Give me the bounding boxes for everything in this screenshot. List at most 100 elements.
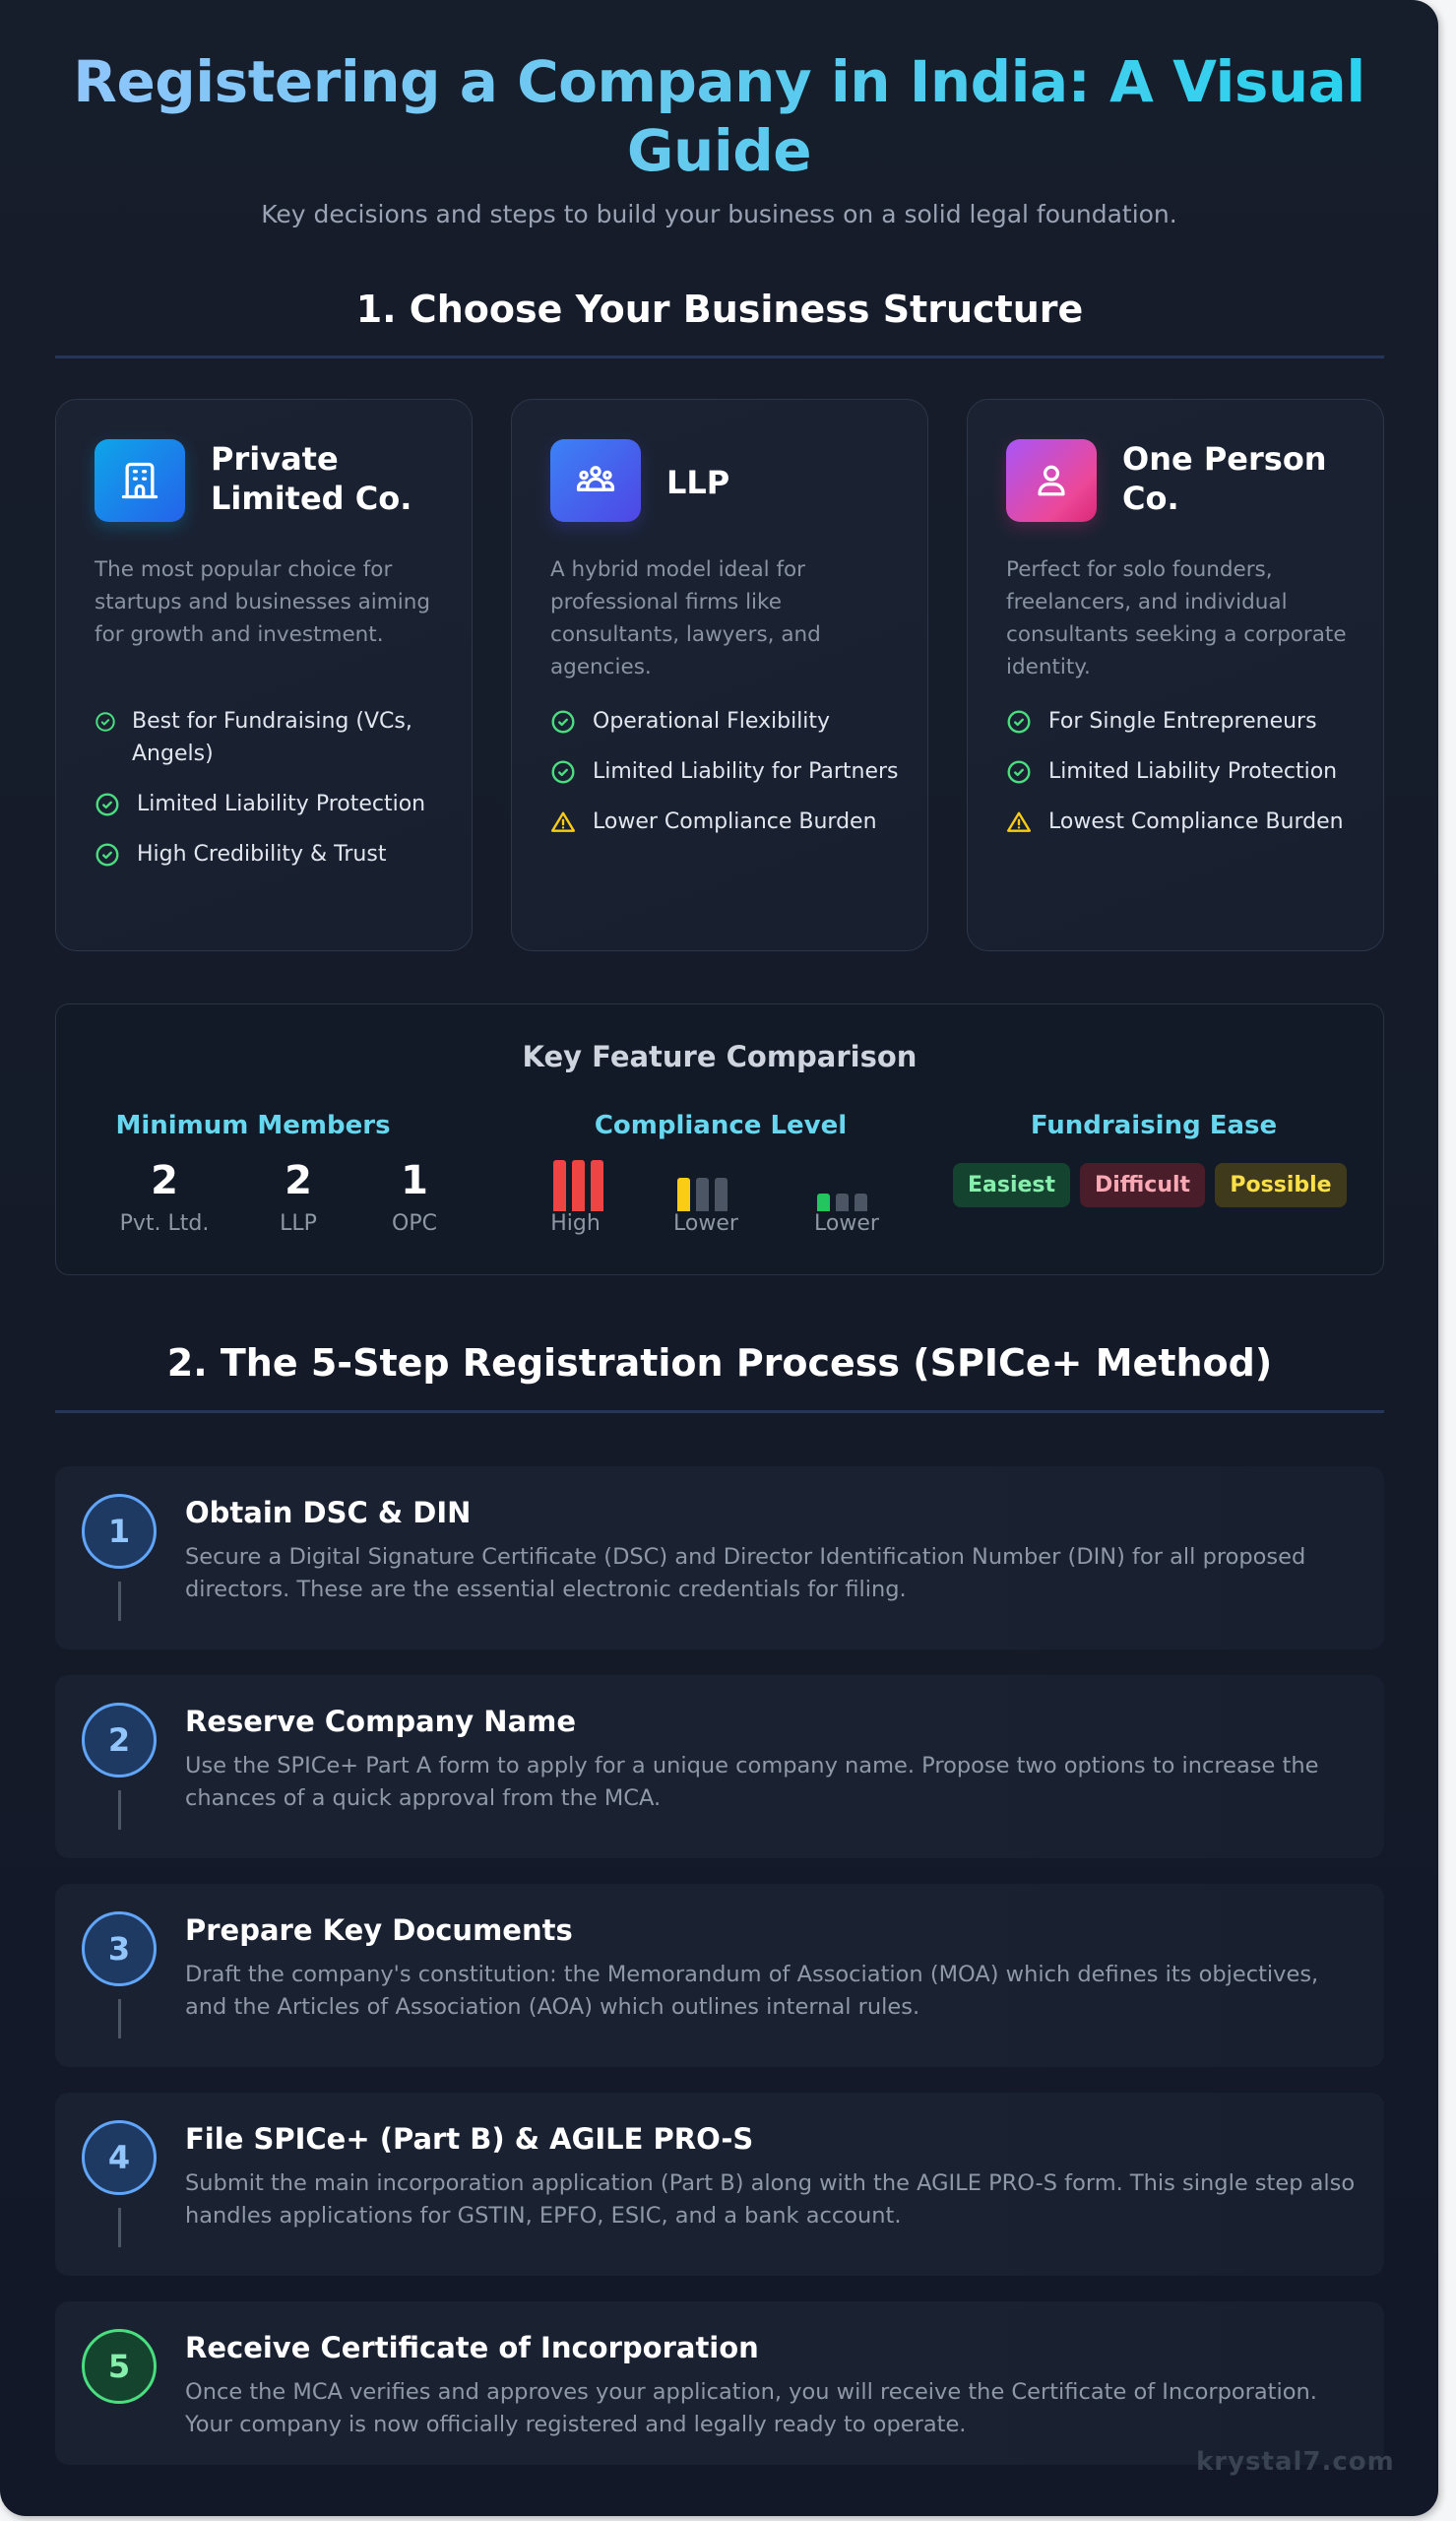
step-title: Receive Certificate of Incorporation xyxy=(185,2331,759,2364)
compliance-label: Lower xyxy=(814,1211,879,1236)
step-description: Submit the main incorporation applicatio… xyxy=(185,2170,1356,2229)
step-connector xyxy=(118,1999,121,2038)
step-5: 5 Receive Certificate of Incorporation O… xyxy=(55,2301,1384,2465)
min-members-label: OPC xyxy=(392,1211,437,1236)
bar-filled xyxy=(591,1160,603,1211)
compliance-label: High xyxy=(550,1211,601,1236)
bar-empty xyxy=(715,1178,728,1211)
step-number-badge: 3 xyxy=(82,1911,157,1986)
min-members-label: Pvt. Ltd. xyxy=(119,1211,210,1236)
card-description: A hybrid model ideal for professional fi… xyxy=(550,557,821,679)
bar-filled xyxy=(677,1178,690,1211)
watermark: krystal7.com xyxy=(1196,2447,1395,2477)
bar-empty xyxy=(855,1194,867,1211)
feature-list: For Single Entrepreneurs Limited Liabili… xyxy=(1006,705,1361,856)
compliance-bars-llp xyxy=(677,1178,728,1211)
feature-text: Limited Liability Protection xyxy=(1048,759,1338,784)
card-title: LLP xyxy=(666,464,730,501)
step-connector xyxy=(118,2208,121,2247)
feature-item: Limited Liability Protection xyxy=(1006,755,1361,788)
feature-list: Best for Fundraising (VCs, Angels) Limit… xyxy=(95,705,449,888)
feature-text: Operational Flexibility xyxy=(593,709,831,734)
feature-item: Best for Fundraising (VCs, Angels) xyxy=(95,705,449,770)
bar-empty xyxy=(696,1178,709,1211)
step-title: Obtain DSC & DIN xyxy=(185,1496,472,1529)
user-icon xyxy=(1006,439,1097,522)
min-members-title: Minimum Members xyxy=(115,1111,391,1140)
bar-empty xyxy=(836,1194,849,1211)
step-number-badge: 4 xyxy=(82,2120,157,2195)
feature-text: Lowest Compliance Burden xyxy=(1048,809,1344,834)
warning-triangle-icon xyxy=(550,811,576,832)
page-title: Registering a Company in India: A Visual… xyxy=(0,47,1438,185)
bar-filled xyxy=(572,1160,585,1211)
card-one-person-company: One Person Co. Perfect for solo founders… xyxy=(967,399,1384,951)
feature-text: Lower Compliance Burden xyxy=(593,809,877,834)
bar-filled xyxy=(817,1194,830,1211)
check-circle-icon xyxy=(1007,710,1031,734)
section-divider xyxy=(55,1410,1384,1413)
step-connector xyxy=(118,1582,121,1621)
card-description: Perfect for solo founders, freelancers, … xyxy=(1006,557,1347,679)
check-circle-icon xyxy=(95,712,115,732)
step-number-badge: 2 xyxy=(82,1703,157,1778)
step-3: 3 Prepare Key Documents Draft the compan… xyxy=(55,1884,1384,2067)
min-members-label: LLP xyxy=(280,1211,317,1236)
page-subtitle: Key decisions and steps to build your bu… xyxy=(261,200,1177,228)
comparison-title: Key Feature Comparison xyxy=(522,1040,918,1073)
check-circle-icon xyxy=(95,843,119,867)
step-number-badge: 1 xyxy=(82,1494,157,1569)
card-private-limited: Private Limited Co. The most popular cho… xyxy=(55,399,473,951)
feature-text: High Credibility & Trust xyxy=(137,842,387,867)
min-members-value: 2 xyxy=(285,1158,312,1203)
card-title: Private Limited Co. xyxy=(211,440,412,517)
feature-text: Limited Liability for Partners xyxy=(593,759,899,784)
feature-item: Limited Liability for Partners xyxy=(550,755,905,788)
compliance-bars-opc xyxy=(817,1194,867,1211)
step-description: Use the SPICe+ Part A form to apply for … xyxy=(185,1753,1319,1811)
check-circle-icon xyxy=(95,793,119,816)
card-description: The most popular choice for startups and… xyxy=(95,557,430,647)
step-description: Secure a Digital Signature Certificate (… xyxy=(185,1544,1306,1602)
step-4: 4 File SPICe+ (Part B) & AGILE PRO-S Sub… xyxy=(55,2093,1384,2276)
feature-text: Limited Liability Protection xyxy=(137,792,426,816)
step-title: Prepare Key Documents xyxy=(185,1913,573,1947)
building-icon xyxy=(95,439,185,522)
feature-text: For Single Entrepreneurs xyxy=(1048,709,1317,734)
section-divider xyxy=(55,356,1384,358)
step-description: Draft the company's constitution: the Me… xyxy=(185,1962,1319,2020)
feature-list: Operational Flexibility Limited Liabilit… xyxy=(550,705,905,856)
key-feature-comparison: Key Feature Comparison Minimum Members 2… xyxy=(55,1003,1384,1275)
step-1: 1 Obtain DSC & DIN Secure a Digital Sign… xyxy=(55,1466,1384,1649)
section-title-registration-process: 2. The 5-Step Registration Process (SPIC… xyxy=(166,1341,1273,1385)
step-connector xyxy=(118,1790,121,1830)
fundraising-badge-easiest: Easiest xyxy=(953,1163,1070,1207)
check-circle-icon xyxy=(551,710,575,734)
warning-triangle-icon xyxy=(1006,811,1032,832)
feature-item: Lower Compliance Burden xyxy=(550,806,905,838)
check-circle-icon xyxy=(551,760,575,784)
feature-text: Best for Fundraising (VCs, Angels) xyxy=(132,709,412,766)
fundraising-badge-possible: Possible xyxy=(1215,1163,1347,1207)
fundraising-badge-difficult: Difficult xyxy=(1080,1163,1205,1207)
feature-item: High Credibility & Trust xyxy=(95,838,449,871)
fundraising-ease-title: Fundraising Ease xyxy=(1030,1111,1278,1140)
feature-item: Lowest Compliance Burden xyxy=(1006,806,1361,838)
compliance-bars-pvt-ltd xyxy=(553,1160,603,1211)
compliance-level-title: Compliance Level xyxy=(594,1111,848,1140)
bar-filled xyxy=(553,1160,566,1211)
step-title: File SPICe+ (Part B) & AGILE PRO-S xyxy=(185,2122,754,2156)
step-description: Once the MCA verifies and approves your … xyxy=(185,2379,1317,2437)
check-circle-icon xyxy=(1007,760,1031,784)
min-members-value: 2 xyxy=(151,1158,178,1203)
feature-item: For Single Entrepreneurs xyxy=(1006,705,1361,738)
step-number-badge: 5 xyxy=(82,2329,157,2404)
min-members-value: 1 xyxy=(401,1158,428,1203)
feature-item: Operational Flexibility xyxy=(550,705,905,738)
card-llp: LLP A hybrid model ideal for professiona… xyxy=(511,399,928,951)
compliance-label: Lower xyxy=(673,1211,738,1236)
section-title-business-structure: 1. Choose Your Business Structure xyxy=(355,288,1084,331)
step-title: Reserve Company Name xyxy=(185,1705,577,1738)
users-group-icon xyxy=(550,439,641,522)
